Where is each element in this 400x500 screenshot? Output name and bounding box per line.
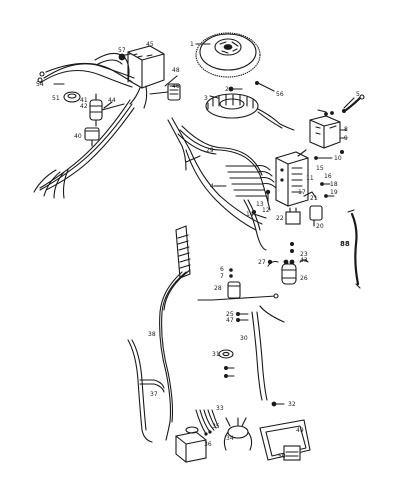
harness-bundle-35 (195, 409, 219, 436)
callout-26: 26 (300, 275, 308, 282)
callout-29: 29 (206, 147, 214, 154)
callout-30: 30 (240, 335, 248, 342)
callout-14: 14 (246, 211, 254, 218)
callout-9: 9 (344, 135, 348, 142)
callout-35: 35 (212, 423, 220, 430)
lead-88 (347, 209, 361, 289)
callout-51: 51 (52, 95, 60, 102)
callout-48: 48 (172, 67, 180, 74)
callout-22: 22 (276, 215, 284, 222)
callout-88: 88 (340, 240, 350, 248)
callout-7: 7 (220, 273, 224, 280)
callout-1: 1 (190, 41, 194, 48)
motor-36 (175, 426, 207, 463)
callout-44: 44 (108, 97, 116, 104)
callout-4: 4 (210, 183, 214, 190)
cable-37 (127, 339, 165, 443)
callout-5: 5 (356, 91, 360, 98)
stator (205, 93, 295, 131)
callout-27: 27 (258, 259, 266, 266)
lead-5 (341, 94, 365, 114)
relay-22 (285, 207, 301, 225)
harness-wires-54 (37, 52, 135, 88)
callout-2: 2 (225, 86, 229, 93)
power-pack-45 (118, 45, 165, 109)
screw-2 (228, 86, 243, 92)
callout-49: 49 (296, 427, 304, 434)
flywheel (195, 32, 261, 78)
callout-19: 19 (330, 189, 338, 196)
callout-54: 54 (36, 81, 44, 88)
screw-32 (271, 401, 285, 407)
callout-31: 31 (212, 351, 220, 358)
callout-10: 10 (334, 155, 342, 162)
callout-12: 12 (262, 207, 270, 214)
cable-30 (251, 305, 285, 401)
callout-21: 21 (310, 195, 318, 202)
callout-13: 13 (256, 201, 264, 208)
callout-40: 40 (74, 133, 82, 140)
callout-20: 20 (316, 223, 324, 230)
cable-29 (211, 293, 279, 301)
callout-16: 16 (324, 173, 332, 180)
callout-11: 11 (306, 175, 314, 182)
callout-37: 37 (150, 391, 158, 398)
clamp-31 (218, 349, 234, 359)
callout-50: 50 (278, 453, 286, 460)
plate-49 (259, 419, 311, 461)
callout-17: 17 (298, 189, 306, 196)
starter-solenoid-26 (267, 241, 309, 285)
key-switch-34 (223, 417, 253, 451)
callout-25: 25 (226, 311, 234, 318)
callout-18: 18 (330, 181, 338, 188)
callout-6: 6 (220, 266, 224, 273)
callout-8: 8 (344, 126, 348, 133)
grommet-51 (63, 91, 81, 103)
leader-lines (53, 43, 355, 301)
callout-47: 47 (226, 317, 234, 324)
callout-56: 56 (276, 91, 284, 98)
callout-46: 46 (172, 83, 180, 90)
callout-28: 28 (214, 285, 222, 292)
callout-57: 57 (118, 47, 126, 54)
callout-3: 3 (204, 95, 208, 102)
callout-33: 33 (216, 405, 224, 412)
callout-43: 43 (300, 257, 308, 264)
rectifier-40 (84, 127, 100, 147)
callout-labels: 1 2 3 4 5 6 7 8 9 10 11 12 13 14 15 16 1… (36, 41, 360, 460)
callout-36: 36 (204, 441, 212, 448)
screw-56 (254, 81, 275, 92)
callout-42: 42 (80, 103, 88, 110)
screws-14-18 (223, 365, 235, 378)
relay-20 (309, 205, 323, 227)
switch-box-8 (309, 109, 347, 154)
left-harness (33, 99, 135, 199)
clips-25-47 (235, 311, 249, 322)
callout-23: 23 (300, 251, 308, 258)
callout-32: 32 (288, 401, 296, 408)
main-harness-4 (167, 117, 277, 251)
callout-41: 41 (80, 97, 88, 104)
callout-45: 45 (146, 41, 154, 48)
harness-38 (159, 269, 191, 441)
terminal-board-11 (275, 151, 309, 207)
solenoid-44 (89, 93, 125, 127)
coil-46 (149, 75, 181, 101)
callout-15: 15 (316, 165, 324, 172)
bracket-21 (303, 191, 317, 199)
callout-38: 38 (148, 331, 156, 338)
ignition-switch-28 (227, 268, 241, 299)
terminal-strip (175, 225, 191, 279)
callout-34: 34 (226, 435, 234, 442)
